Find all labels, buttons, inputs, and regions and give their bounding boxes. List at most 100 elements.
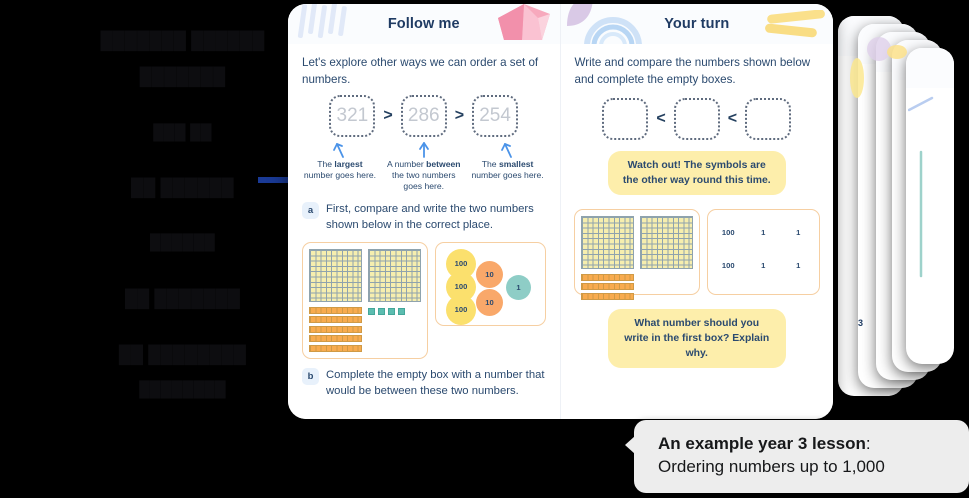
task-b: b Complete the empty box with a number t…	[302, 367, 546, 400]
ten-rod	[580, 283, 634, 291]
caption-strong: An example year 3 lesson	[658, 434, 866, 454]
counter-one: 1	[796, 260, 801, 270]
task-b-badge: b	[302, 367, 319, 385]
ten-rod	[309, 335, 362, 343]
counter-hundred: 100	[721, 227, 735, 237]
number-box-2[interactable]: 286	[400, 94, 447, 137]
hundred-flat	[309, 248, 362, 302]
hint-bubble-top: Watch out! The symbols are the other way…	[607, 150, 786, 195]
caption-labels: The largest number goes here. A number b…	[302, 159, 546, 193]
one-cube	[388, 307, 395, 315]
redacted-line: ██ ████████	[118, 345, 247, 365]
task-a-badge: a	[302, 201, 319, 219]
manipulatives-follow-me: 100 100 100 10 10 1	[302, 241, 546, 359]
answer-box-3[interactable]	[745, 97, 792, 140]
caption-arrows	[302, 138, 546, 158]
caption-line-2: Ordering numbers up to 1,000	[658, 457, 885, 477]
counter-hundred: 100	[446, 248, 476, 279]
caption-smallest: The smallest number goes here.	[471, 158, 544, 181]
panel-body-follow-me: Let's explore other ways we can order a …	[288, 44, 560, 419]
panel-title-follow-me: Follow me	[387, 16, 460, 32]
comparison-symbol-1: >	[383, 106, 393, 124]
tens-group-wrap	[580, 273, 693, 300]
number-box-1[interactable]: 321	[329, 94, 376, 137]
redacted-line: ███ ██	[153, 123, 212, 141]
redacted-line: ██ ███████	[124, 288, 241, 308]
counter-grid: 100 1 1 100 1 1	[708, 210, 819, 288]
panel-body-your-turn: Write and compare the numbers shown belo…	[561, 44, 834, 419]
one-cube	[368, 307, 375, 315]
counter-one: 1	[796, 227, 801, 237]
hint-bubble-bottom: What number should you write in the firs…	[607, 308, 786, 369]
up-arrow-icon	[500, 142, 512, 158]
redacted-line: ██████	[150, 234, 215, 252]
banner-tail	[625, 436, 635, 455]
purple-leaf-icon	[566, 4, 592, 26]
counter-one: 1	[506, 274, 531, 300]
yellow-sticks-icon	[765, 10, 825, 38]
ten-rod	[309, 306, 362, 314]
base-ten-blocks-230	[573, 208, 700, 300]
redacted-line: ██ ██████	[131, 177, 234, 197]
task-a-text: First, compare and write the two numbers…	[326, 202, 534, 232]
pink-gem-icon	[497, 4, 550, 40]
comparison-symbol-2: >	[454, 106, 465, 124]
counter-ten: 10	[476, 260, 503, 288]
deck-card-1[interactable]	[906, 48, 954, 364]
panel-title-your-turn: Your turn	[664, 16, 730, 32]
ten-rod	[309, 316, 362, 324]
redacted-line: ███████	[139, 66, 226, 86]
blue-rainbow-icon	[583, 17, 642, 44]
task-a: a First, compare and write the two numbe…	[302, 201, 546, 234]
place-value-counters-321: 100 100 100 10 10 1	[435, 241, 546, 326]
one-cube	[398, 307, 405, 315]
counter-hundred: 100	[446, 294, 476, 325]
counter-ten: 10	[476, 288, 503, 316]
ten-rod	[309, 325, 362, 333]
caption-colon: :	[865, 434, 871, 454]
number-sequence-follow-me: 321 > 286 > 254	[302, 94, 546, 137]
manipulatives-your-turn: 100 1 1 100 1 1	[573, 208, 820, 300]
tens-and-ones-group	[309, 306, 421, 352]
panel-header-your-turn: Your turn	[560, 4, 833, 44]
ones-group	[368, 307, 405, 315]
ten-rod	[580, 273, 634, 281]
number-sequence-your-turn: < <	[575, 97, 820, 140]
comparison-symbol-2: <	[727, 109, 738, 127]
up-arrow-icon	[333, 142, 344, 158]
hundred-flat	[639, 215, 693, 269]
one-cube	[378, 307, 385, 315]
your-turn-intro: Write and compare the numbers shown belo…	[574, 56, 811, 87]
task-b-text: Complete the empty box with a number tha…	[326, 368, 545, 397]
lesson-card[interactable]: Follow me Let's explore other ways we ca…	[288, 4, 833, 419]
caption-largest: The largest number goes here.	[303, 158, 376, 181]
ten-rod	[309, 344, 362, 352]
ten-rod	[580, 292, 634, 300]
caption-line-1: An example year 3 lesson:	[658, 433, 951, 456]
counter-one: 1	[761, 227, 766, 237]
tens-group	[580, 273, 634, 300]
answer-box-1[interactable]	[602, 97, 649, 140]
tens-group	[309, 306, 362, 352]
comparison-symbol-1: <	[656, 109, 666, 127]
redacted-text-column: ███████ ██████ ███████ ███ ██ ██ ██████ …	[95, 30, 270, 400]
place-value-counters-204: 100 1 1 100 1 1	[706, 208, 820, 295]
redacted-line: ███████ ██████	[100, 31, 265, 50]
counter-one: 1	[761, 260, 766, 270]
caption-banner: An example year 3 lesson: Ordering numbe…	[625, 420, 969, 493]
blue-bars-icon	[297, 4, 347, 38]
redacted-line: ████████	[139, 381, 226, 399]
answer-box-2[interactable]	[673, 97, 720, 140]
panel-your-turn: Your turn Write and compare the numbers …	[560, 4, 834, 419]
hundred-flat	[368, 248, 421, 302]
base-ten-blocks-254	[302, 241, 428, 359]
panel-header-follow-me: Follow me	[288, 4, 560, 44]
hundred-flat	[580, 215, 634, 269]
counter-hundred: 100	[721, 260, 735, 270]
number-box-3[interactable]: 254	[472, 94, 519, 137]
up-arrow-icon	[418, 141, 429, 158]
caption-between: A number between the two numbers goes he…	[386, 158, 461, 192]
follow-me-intro: Let's explore other ways we can order a …	[302, 56, 539, 87]
hundreds-group	[309, 248, 421, 302]
panel-follow-me: Follow me Let's explore other ways we ca…	[288, 4, 561, 419]
